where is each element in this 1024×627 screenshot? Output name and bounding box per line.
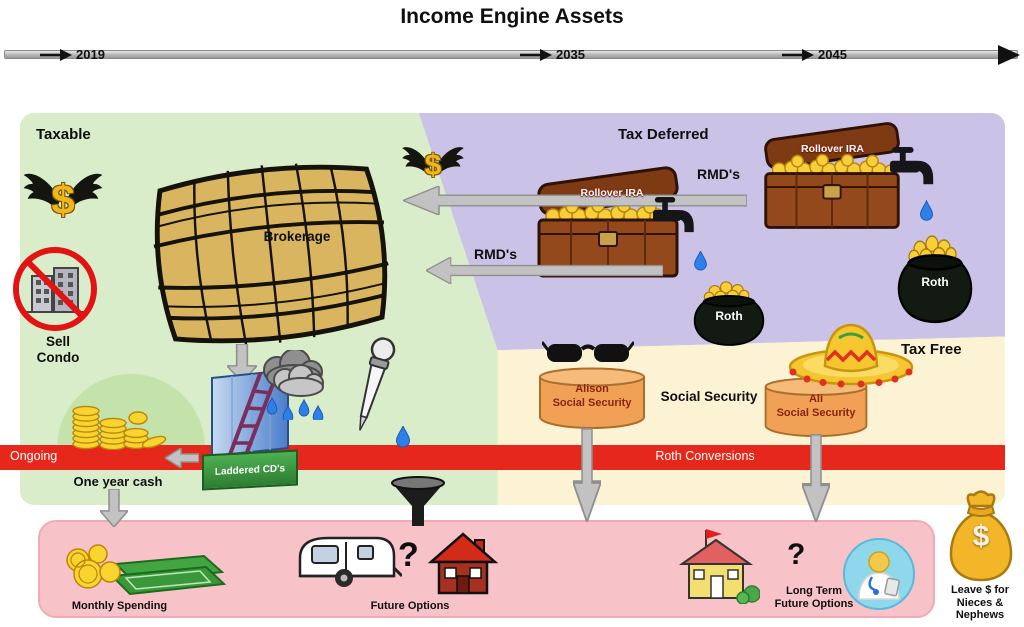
timeline-tick-arrow-icon bbox=[40, 48, 72, 62]
alison-program: Social Security bbox=[552, 397, 632, 409]
ongoing-label: Ongoing bbox=[10, 449, 58, 463]
ali-social-security-label: Ali Social Security bbox=[762, 392, 870, 420]
rollover-ira-label: Rollover IRA bbox=[580, 187, 644, 199]
rollover-ira-label: Rollover IRA bbox=[800, 143, 864, 155]
timeline-bar bbox=[4, 50, 1018, 59]
long-term-future-options-label: Long Term Future Options bbox=[760, 585, 868, 610]
future-options-label: Future Options bbox=[370, 600, 450, 612]
funnel-icon bbox=[391, 476, 445, 528]
eyedropper-icon bbox=[338, 333, 405, 444]
roth-label: Roth bbox=[921, 275, 949, 289]
question-mark: ? bbox=[398, 536, 419, 574]
long-term-line1: Long Term bbox=[785, 585, 842, 597]
timeline-year-2035: 2035 bbox=[556, 47, 585, 62]
brokerage-barrel-icon bbox=[124, 144, 419, 364]
ali-name: Ali bbox=[808, 393, 824, 405]
ali-program: Social Security bbox=[776, 407, 856, 419]
sombrero-icon bbox=[787, 320, 915, 390]
rmd-left-arrow-icon bbox=[426, 257, 663, 284]
water-drop-icon bbox=[694, 251, 707, 271]
roth-conversions-label: Roth Conversions bbox=[655, 449, 755, 463]
question-mark: ? bbox=[787, 538, 806, 571]
rmds-label: RMD's bbox=[474, 246, 517, 262]
social-security-cylinder bbox=[537, 367, 647, 431]
winged-dollar-icon: $ bbox=[401, 137, 465, 195]
timeline-tick-arrow-icon bbox=[782, 48, 814, 62]
sell-condo-label: Sell Condo bbox=[36, 334, 80, 365]
treasure-chest-icon bbox=[750, 116, 914, 237]
money-bag-dollar-sign: $ bbox=[972, 520, 990, 553]
monthly-spending-label: Monthly Spending bbox=[71, 600, 168, 612]
winged-dollar-icon: $ bbox=[22, 158, 104, 238]
social-security-heading: Social Security bbox=[660, 389, 758, 404]
roth-pot-icon bbox=[688, 278, 770, 348]
ali-down-arrow-icon bbox=[802, 434, 830, 522]
laddered-cds-icon bbox=[198, 368, 302, 460]
dollar-sign: $ bbox=[51, 176, 75, 223]
alison-down-arrow-icon bbox=[573, 428, 601, 522]
timeline-tick-arrow-icon bbox=[520, 48, 552, 62]
house-icon bbox=[428, 530, 498, 596]
sunglasses-icon bbox=[542, 338, 634, 368]
coin-stacks-icon bbox=[68, 388, 168, 450]
rain-cloud-icon bbox=[251, 350, 339, 420]
long-term-line2: Future Options bbox=[774, 597, 854, 610]
doctor-badge-icon bbox=[842, 537, 916, 611]
laddered-cds-base: Laddered CD's bbox=[202, 449, 298, 491]
taxable-region-label: Taxable bbox=[36, 126, 91, 143]
band-left-arrow-icon bbox=[165, 448, 199, 468]
brokerage-label: Brokerage bbox=[263, 229, 331, 244]
legacy-note-label: Leave $ for Nieces & Nephews bbox=[950, 584, 1010, 622]
no-condo-icon bbox=[12, 246, 98, 332]
roth-pot-icon bbox=[892, 231, 978, 326]
house-icon bbox=[676, 526, 760, 604]
alison-name: Alison bbox=[575, 383, 609, 395]
timeline-year-2019: 2019 bbox=[76, 47, 105, 62]
page-title: Income Engine Assets bbox=[400, 5, 624, 28]
dollar-sign: $ bbox=[424, 149, 442, 182]
barrel-down-arrow-icon bbox=[227, 344, 257, 382]
faucet-icon bbox=[651, 197, 705, 247]
timeline-year-2045: 2045 bbox=[818, 47, 847, 62]
tax-free-region-label: Tax Free bbox=[901, 341, 962, 358]
rmd-left-arrow-icon bbox=[403, 186, 747, 215]
coins-and-bills-icon bbox=[58, 534, 226, 600]
roth-label: Roth bbox=[715, 309, 743, 323]
tax-deferred-region-label: Tax Deferred bbox=[618, 126, 709, 143]
rmds-label: RMD's bbox=[697, 166, 740, 182]
alison-social-security-label: Alison Social Security bbox=[537, 382, 647, 410]
faucet-icon bbox=[888, 147, 945, 200]
water-drop-icon bbox=[920, 200, 933, 222]
timeline-end-arrow-icon bbox=[998, 45, 1020, 65]
cash-down-arrow-icon bbox=[100, 489, 128, 527]
camper-trailer-icon bbox=[294, 530, 402, 592]
one-year-cash-label: One year cash bbox=[73, 474, 163, 489]
water-drop-icon bbox=[396, 426, 410, 448]
laddered-cds-label: Laddered CD's bbox=[214, 462, 286, 478]
money-bag-icon bbox=[944, 486, 1018, 584]
